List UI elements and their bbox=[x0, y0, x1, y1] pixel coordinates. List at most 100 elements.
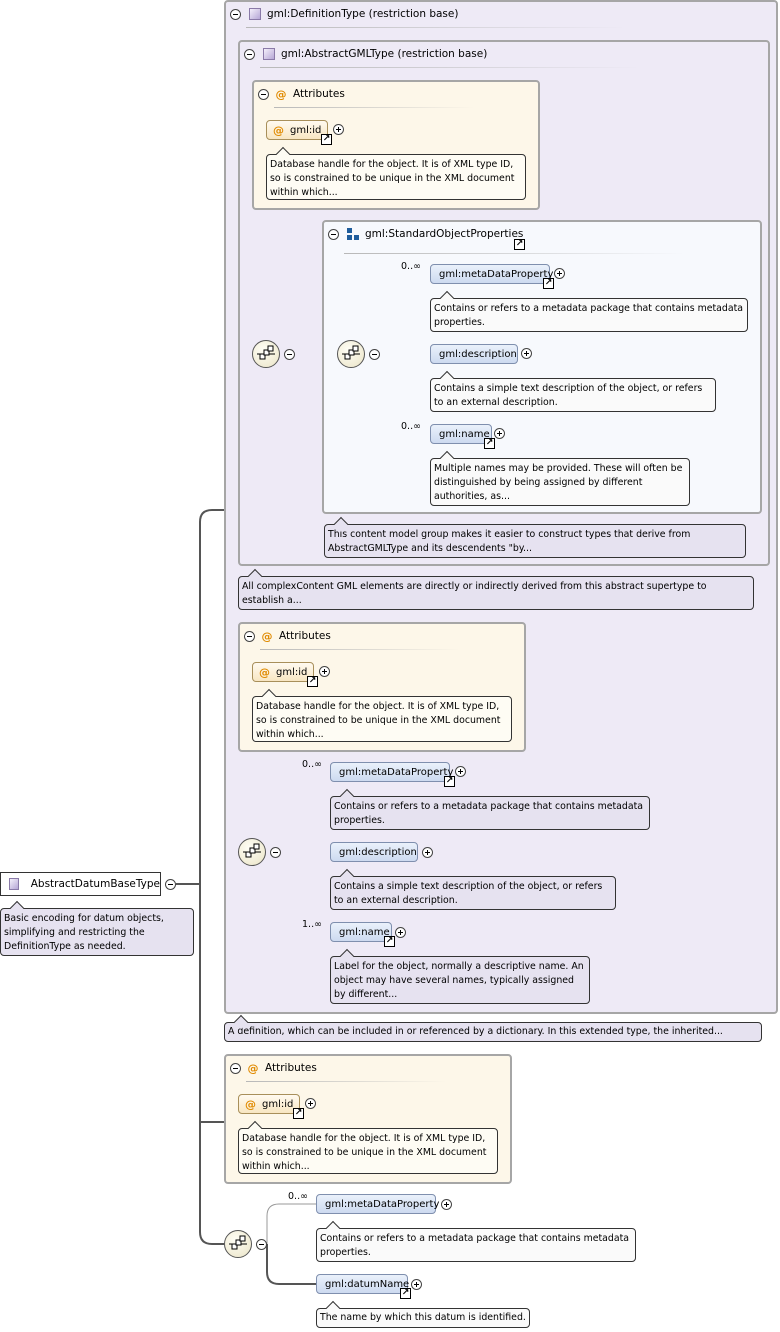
attribute-name: gml:id bbox=[290, 124, 322, 136]
attribute-gml-id-note: Database handle for the object. It is of… bbox=[238, 1128, 498, 1174]
expand-icon[interactable] bbox=[494, 428, 505, 439]
complex-type-icon bbox=[9, 878, 19, 890]
attribute-icon: @ bbox=[273, 123, 284, 137]
expand-icon[interactable] bbox=[521, 348, 532, 359]
sequence-compositor-icon[interactable] bbox=[252, 340, 280, 368]
attribute-name: gml:id bbox=[262, 1098, 294, 1110]
collapse-icon[interactable] bbox=[270, 847, 281, 858]
attribute-icon: @ bbox=[245, 1097, 256, 1111]
standard-object-properties-note: This content model group makes it easier… bbox=[324, 524, 746, 558]
sequence-glyph bbox=[257, 345, 275, 360]
element-gml-description-note: Contains a simple text description of th… bbox=[330, 876, 616, 910]
root-type-name: AbstractDatumBaseType bbox=[30, 878, 160, 890]
sequence-glyph bbox=[342, 345, 360, 360]
definition-type-note: A definition, which can be included in o… bbox=[224, 1022, 762, 1042]
element-gml-name[interactable]: gml:name bbox=[330, 922, 392, 942]
element-gml-metadataproperty[interactable]: gml:metaDataProperty bbox=[430, 264, 554, 284]
element-name: gml:description bbox=[439, 348, 517, 360]
element-gml-datumname-note: The name by which this datum is identifi… bbox=[316, 1308, 530, 1328]
expand-icon[interactable] bbox=[554, 268, 565, 279]
cardinality-label: 0..∞ bbox=[302, 759, 322, 770]
expand-icon[interactable] bbox=[422, 847, 433, 858]
sequence-compositor-icon[interactable] bbox=[337, 340, 365, 368]
abstract-gml-type-header: gml:AbstractGMLType (restriction base) bbox=[244, 46, 487, 62]
header-divider bbox=[260, 67, 640, 68]
element-gml-name[interactable]: gml:name bbox=[430, 424, 492, 444]
element-gml-metadataproperty-note: Contains or refers to a metadata package… bbox=[430, 298, 748, 332]
collapse-icon[interactable] bbox=[258, 88, 269, 100]
expand-icon[interactable] bbox=[411, 1279, 422, 1290]
expand-icon[interactable] bbox=[333, 124, 344, 135]
abstract-gml-type-title: gml:AbstractGMLType (restriction base) bbox=[281, 48, 488, 60]
collapse-icon[interactable] bbox=[230, 1062, 241, 1074]
expand-icon[interactable] bbox=[455, 766, 466, 777]
element-gml-metadataproperty[interactable]: gml:metaDataProperty bbox=[330, 762, 454, 782]
expand-icon[interactable] bbox=[319, 666, 330, 677]
attribute-name: gml:id bbox=[276, 666, 308, 678]
collapse-icon[interactable] bbox=[284, 349, 295, 360]
attribute-gml-id[interactable]: @ gml:id bbox=[252, 662, 314, 682]
attribute-icon: @ bbox=[261, 629, 273, 643]
expand-icon[interactable] bbox=[395, 927, 406, 938]
reference-arrow-icon[interactable]: ↗ bbox=[321, 134, 332, 145]
collapse-icon[interactable] bbox=[369, 349, 380, 360]
collapse-icon[interactable] bbox=[328, 228, 339, 240]
reference-arrow-icon[interactable]: ↗ bbox=[444, 776, 455, 787]
sequence-glyph bbox=[229, 1235, 247, 1250]
attribute-icon: @ bbox=[275, 87, 287, 101]
header-divider bbox=[344, 253, 684, 254]
attributes-label: Attributes bbox=[279, 630, 331, 642]
element-gml-description-note: Contains a simple text description of th… bbox=[430, 378, 716, 412]
root-type-note: Basic encoding for datum objects, simpli… bbox=[0, 908, 194, 956]
attributes-header: @ Attributes bbox=[230, 1060, 317, 1076]
attributes-label: Attributes bbox=[265, 1062, 317, 1074]
expand-icon[interactable] bbox=[441, 1199, 452, 1210]
expand-icon[interactable] bbox=[305, 1098, 316, 1109]
element-gml-datumname[interactable]: gml:datumName bbox=[316, 1274, 409, 1294]
element-gml-description[interactable]: gml:description bbox=[330, 842, 418, 862]
standard-object-properties-title: gml:StandardObjectProperties bbox=[365, 228, 524, 240]
element-name: gml:name bbox=[439, 428, 490, 440]
element-gml-name-note: Multiple names may be provided. These wi… bbox=[430, 458, 690, 506]
standard-object-properties-header: gml:StandardObjectProperties bbox=[328, 226, 523, 242]
header-divider bbox=[260, 649, 460, 650]
attribute-gml-id[interactable]: @ gml:id bbox=[266, 120, 328, 140]
element-gml-metadataproperty-note: Contains or refers to a metadata package… bbox=[316, 1228, 636, 1262]
element-name: gml:metaDataProperty bbox=[339, 766, 454, 778]
cardinality-label: 0..∞ bbox=[288, 1191, 308, 1202]
reference-arrow-icon[interactable]: ↗ bbox=[543, 278, 554, 289]
cardinality-label: 0..∞ bbox=[401, 421, 421, 432]
collapse-icon[interactable] bbox=[244, 630, 255, 642]
element-gml-metadataproperty-note: Contains or refers to a metadata package… bbox=[330, 796, 650, 830]
attribute-gml-id[interactable]: @ gml:id bbox=[238, 1094, 300, 1114]
reference-arrow-icon[interactable]: ↗ bbox=[384, 936, 395, 947]
attribute-icon: @ bbox=[247, 1061, 259, 1075]
collapse-icon[interactable] bbox=[256, 1239, 267, 1250]
sequence-compositor-icon[interactable] bbox=[224, 1230, 252, 1258]
element-gml-name-note: Label for the object, normally a descrip… bbox=[330, 956, 590, 1004]
sequence-compositor-icon[interactable] bbox=[238, 838, 266, 866]
reference-arrow-icon[interactable]: ↗ bbox=[400, 1288, 411, 1299]
element-name: gml:description bbox=[339, 846, 417, 858]
collapse-icon[interactable] bbox=[244, 48, 255, 60]
header-divider bbox=[274, 107, 474, 108]
abstract-gml-type-note: All complexContent GML elements are dire… bbox=[238, 576, 754, 610]
reference-arrow-icon[interactable]: ↗ bbox=[514, 239, 525, 250]
reference-arrow-icon[interactable]: ↗ bbox=[307, 676, 318, 687]
attributes-label: Attributes bbox=[293, 88, 345, 100]
reference-arrow-icon[interactable]: ↗ bbox=[484, 438, 495, 449]
element-gml-description[interactable]: gml:description bbox=[430, 344, 518, 364]
element-gml-metadataproperty[interactable]: gml:metaDataProperty bbox=[316, 1194, 439, 1214]
attributes-header: @ Attributes bbox=[258, 86, 345, 102]
complex-type-icon bbox=[263, 48, 275, 60]
root-type-abstractdatumbasetype[interactable]: AbstractDatumBaseType bbox=[0, 872, 161, 896]
model-group-icon bbox=[347, 228, 359, 240]
header-divider bbox=[246, 27, 626, 28]
collapse-icon[interactable] bbox=[165, 879, 176, 890]
header-divider bbox=[246, 1081, 446, 1082]
element-name: gml:name bbox=[339, 926, 390, 938]
collapse-icon[interactable] bbox=[230, 8, 241, 20]
reference-arrow-icon[interactable]: ↗ bbox=[293, 1108, 304, 1119]
element-name: gml:metaDataProperty bbox=[439, 268, 554, 280]
attribute-icon: @ bbox=[259, 665, 270, 679]
